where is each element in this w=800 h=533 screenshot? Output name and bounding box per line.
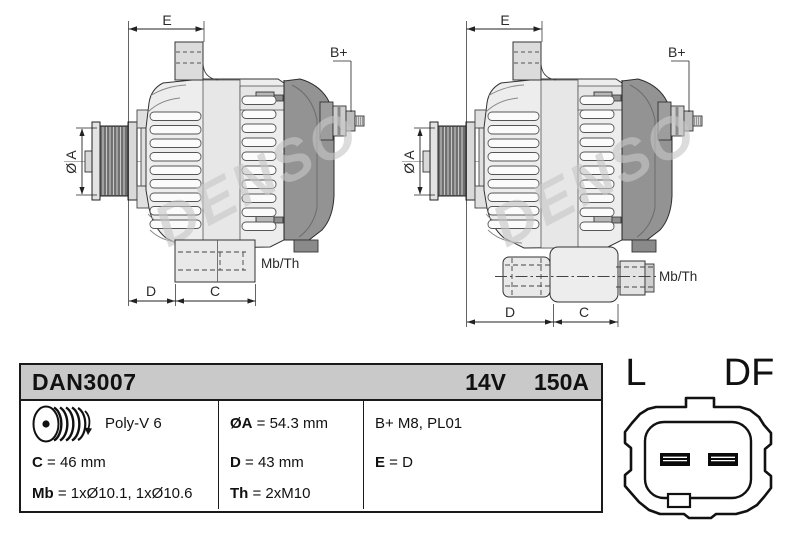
spec-column-2: ØA = 54.3 mm D = 43 mm Th = 2xM10 — [219, 401, 364, 509]
current-rating: 150A — [534, 368, 589, 395]
connector-inner-wall — [643, 420, 753, 500]
poly-v-pulley-icon — [32, 405, 92, 442]
pin-df-label: DF — [724, 352, 775, 394]
voltage-rating: 14V — [465, 368, 507, 395]
top-mount-lug — [174, 41, 219, 81]
mb-th-label: Mb/Th — [261, 256, 299, 271]
spec-cell-c: C = 46 mm — [32, 453, 106, 471]
dim-d-label: D — [505, 304, 515, 320]
spec-cell-mb: Mb = 1xØ10.1, 1xØ10.6 — [32, 485, 193, 502]
spec-cell-e: E = D — [375, 453, 413, 471]
dim-e — [128, 21, 205, 198]
connector-key-notch — [666, 492, 692, 509]
spec-cell-d: D = 43 mm — [230, 453, 304, 471]
dim-a-label: Ø A — [63, 150, 79, 174]
spec-value: Poly-V 6 — [105, 415, 162, 432]
bottom-mount-lug-left — [502, 256, 551, 298]
center-bracket — [202, 79, 241, 249]
dim-c-label: C — [210, 283, 220, 299]
mb-th-label: Mb/Th — [659, 269, 697, 284]
spec-cell-th: Th = 2xM10 — [230, 485, 311, 502]
spec-table-header: DAN3007 14V 150A — [21, 365, 601, 401]
connector-diagram: L DF — [623, 352, 775, 520]
dim-a — [76, 127, 97, 196]
spec-cell-empty — [364, 478, 601, 509]
drawing-right-mount-and-dims: Mb/Th D C — [466, 198, 697, 327]
model-number: DAN3007 — [32, 368, 137, 395]
dim-d-c — [466, 198, 619, 327]
pin-df-terminal — [708, 453, 738, 466]
alternator-drawing-right — [399, 10, 709, 261]
pulley — [84, 121, 138, 201]
bottom-mount-lug-right — [619, 260, 646, 296]
pin-l-label: L — [625, 352, 646, 394]
ratings: 14V 150A — [465, 369, 589, 396]
pin-l-terminal — [660, 453, 690, 466]
spec-cell-bplus: B+ M8, PL01 — [375, 415, 463, 432]
pulley-type-cell: Poly-V 6 — [21, 401, 218, 446]
dim-d-c — [128, 198, 256, 306]
mount-hole-dashes — [505, 258, 654, 296]
alternator-drawing-left: DENSO E Ø A B+ — [63, 12, 369, 259]
dim-c-label: C — [579, 304, 589, 320]
spec-cell-oa: ØA = 54.3 mm — [230, 415, 328, 432]
spec-table-body: Poly-V 6 C = 46 mm Mb = 1xØ10.1, 1xØ10.6… — [21, 401, 601, 509]
drawing-left-mount-and-dims: Mb/Th D C — [128, 198, 299, 306]
spec-column-3: B+ M8, PL01 E = D — [364, 401, 601, 509]
bottom-bracket-block — [549, 246, 619, 303]
dim-e-label: E — [162, 12, 171, 28]
connector-outline — [623, 396, 773, 520]
mount-hole-dashes — [178, 251, 246, 271]
bottom-mount-lug — [174, 239, 256, 283]
technical-drawings: DENSO E Ø A B+ — [63, 10, 709, 327]
b-plus-label: B+ — [330, 44, 348, 60]
b-plus-terminal — [319, 101, 365, 141]
dim-d-label: D — [146, 283, 156, 299]
cooling-fins — [149, 95, 277, 231]
spec-column-1: Poly-V 6 C = 46 mm Mb = 1xØ10.1, 1xØ10.6 — [21, 401, 219, 509]
b-plus-leader — [333, 60, 352, 112]
spec-table: DAN3007 14V 150A Poly-V 6 — [19, 363, 603, 513]
